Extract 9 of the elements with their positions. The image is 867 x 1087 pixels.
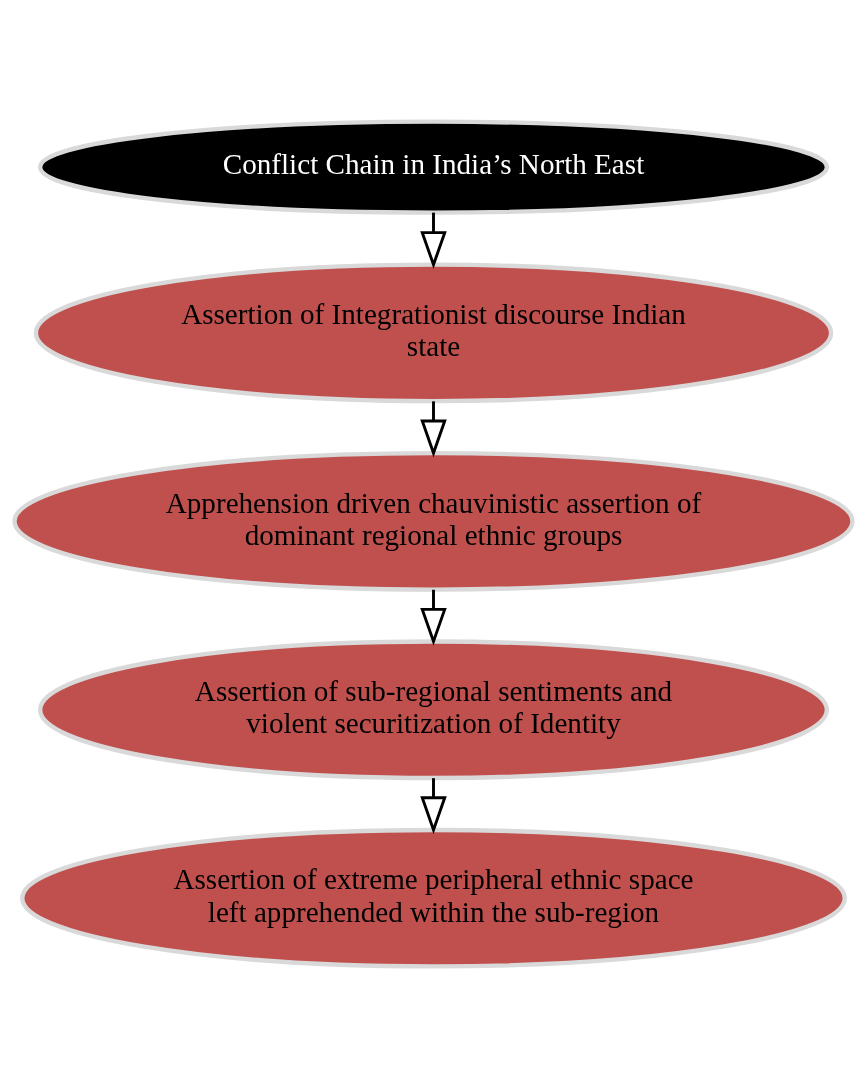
node-ellipse: Assertion of Integrationist discourse Indian state <box>33 262 834 403</box>
node-ellipse: Apprehension driven chauvinistic assertion of dominant regional ethnic groups <box>12 450 855 592</box>
node-ellipse: Conflict Chain in India’s North East <box>37 118 830 215</box>
arrow <box>420 400 447 457</box>
arrow <box>420 212 447 269</box>
node-ellipse: Assertion of extreme peripheral ethnic space left apprehended within the sub-region <box>20 827 847 969</box>
arrow <box>420 589 447 646</box>
node-ellipse: Assertion of sub-regional sentiments and violent securitization of Identity <box>37 638 830 780</box>
arrow <box>420 777 447 834</box>
